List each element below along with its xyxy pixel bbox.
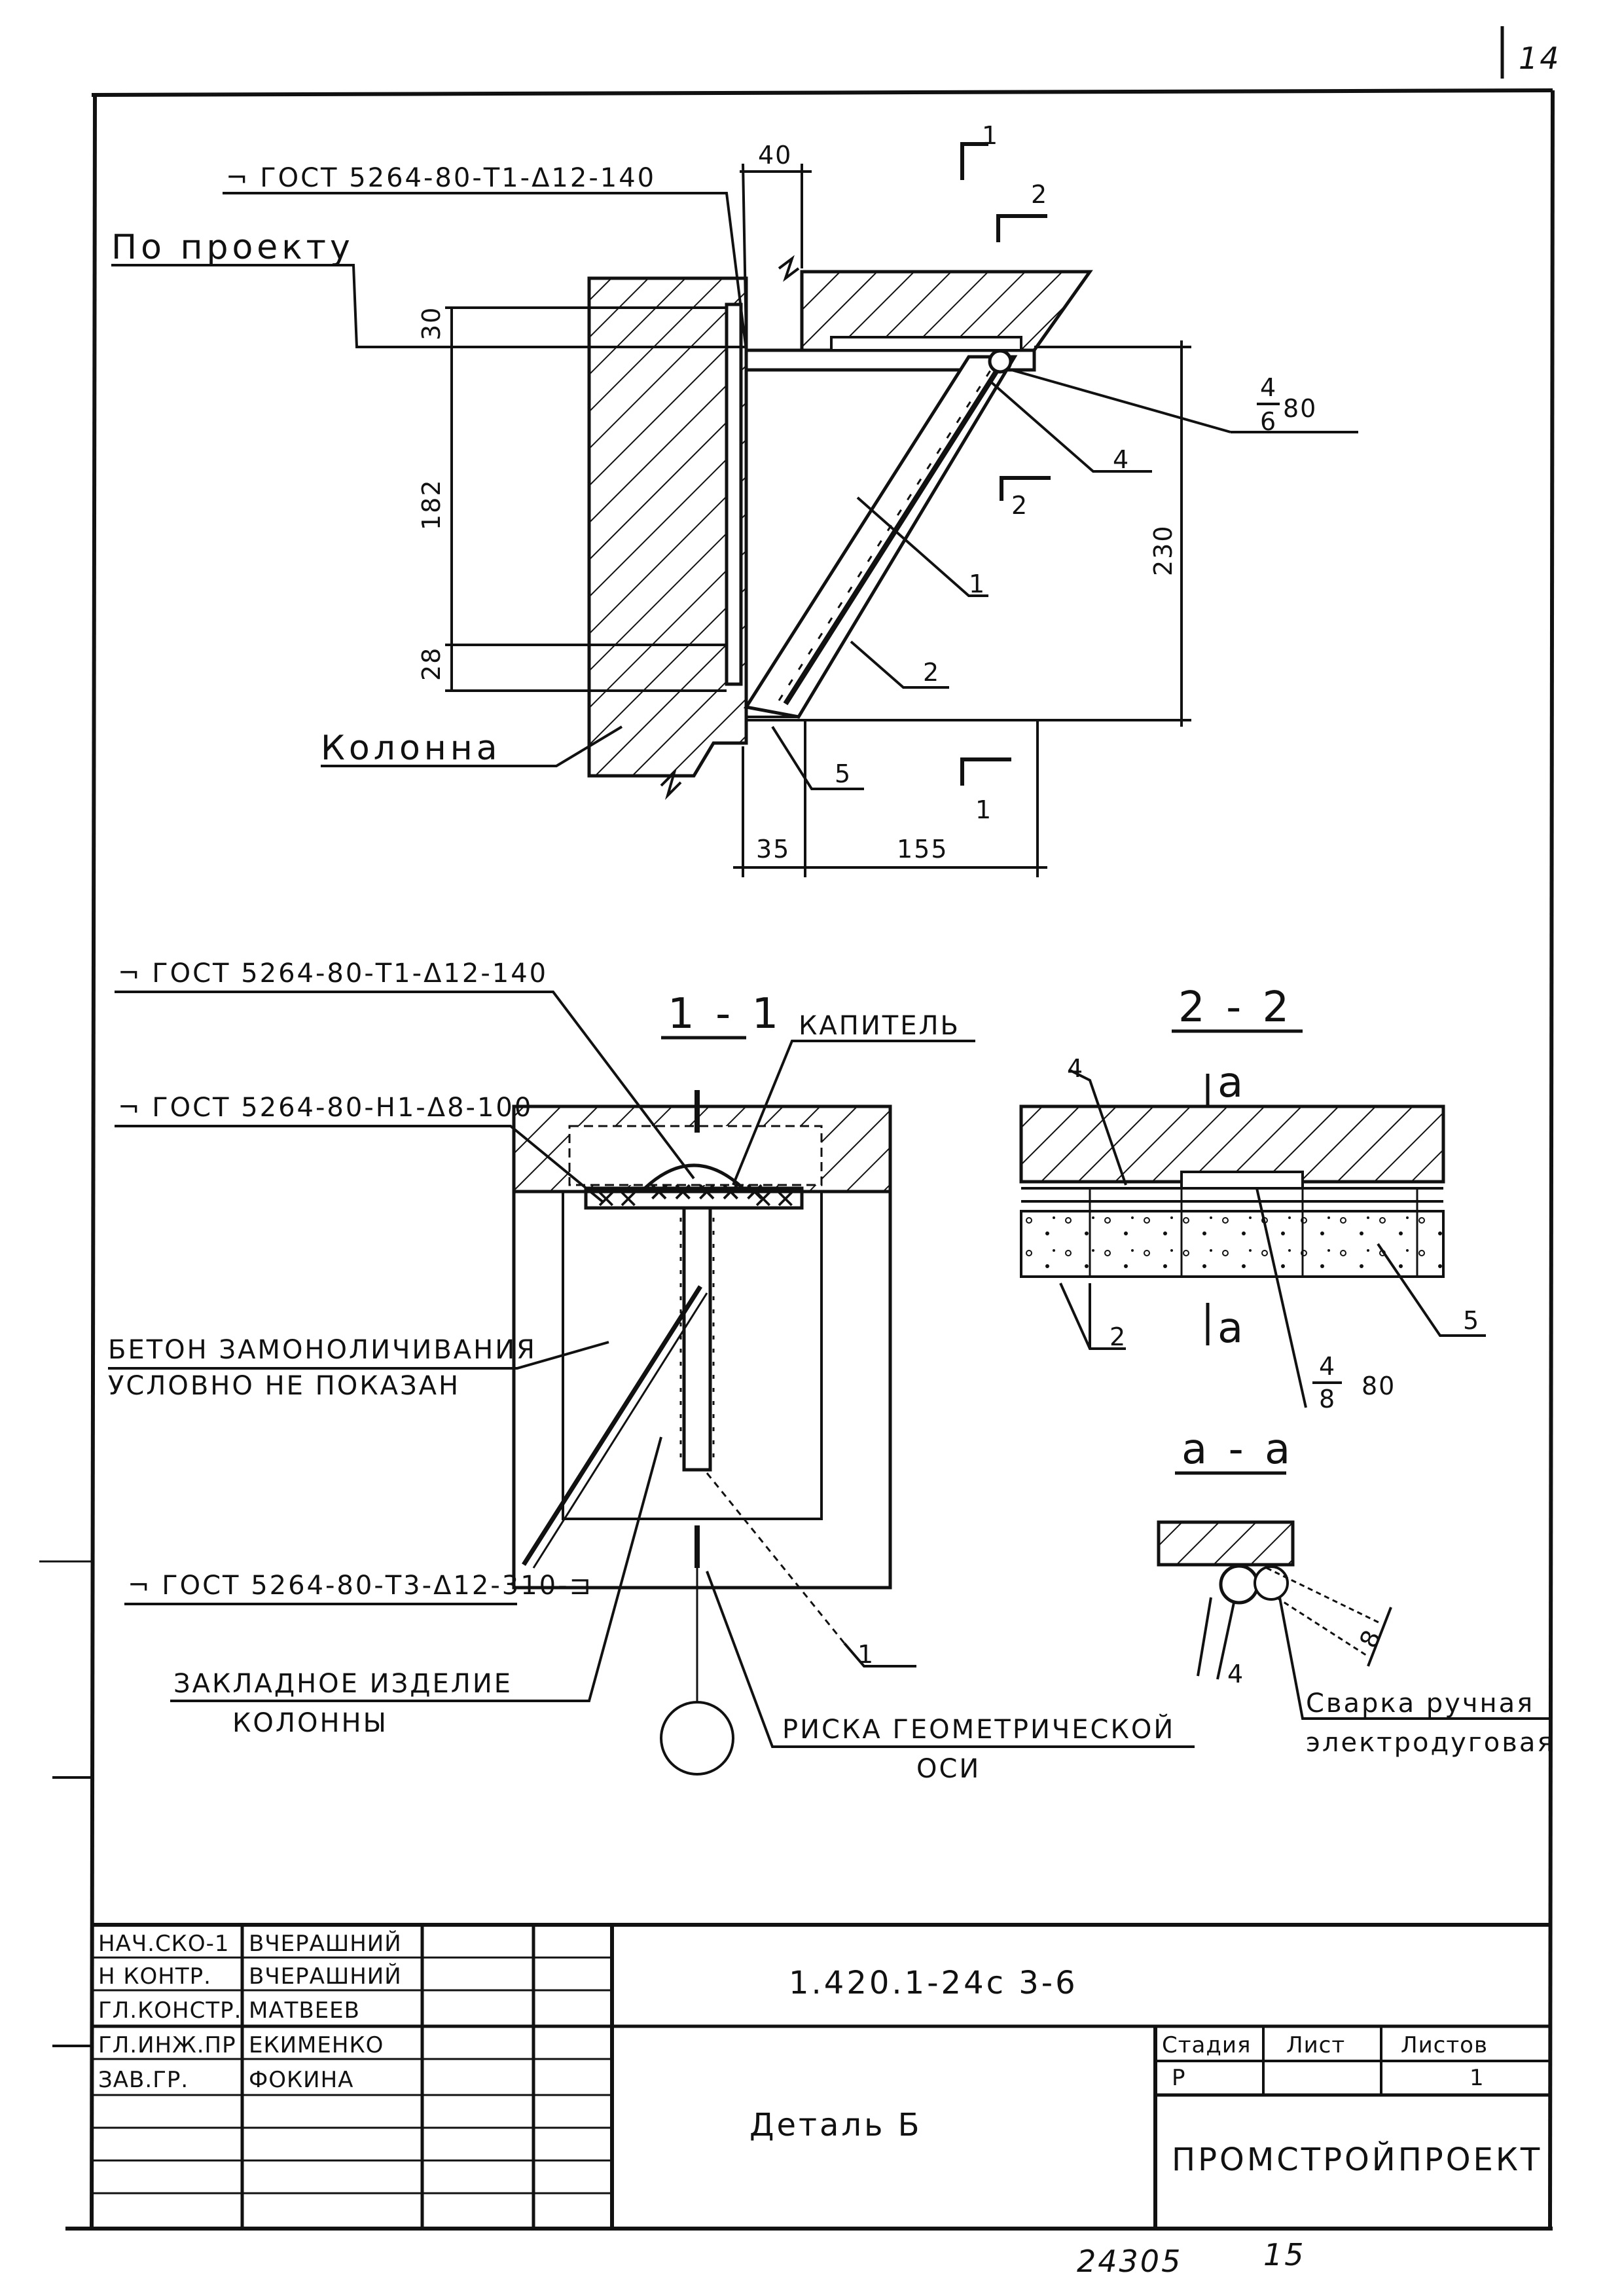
stage-value: Р [1172,2065,1186,2091]
section-2-2: 2 - 2 a a 4 2 5 4 8 80 [1019,983,1486,1413]
embedded-label-line-2: КОЛОННЫ [232,1708,388,1738]
section-2-2-callout-2: 2 [1110,1322,1127,1351]
section-2-2-mark-a-top: a [1218,1059,1247,1107]
section-2-2-callout-4: 4 [1067,1054,1084,1083]
callout-4: 4 [1113,445,1130,474]
weld-note-line-2: электродуговая [1306,1728,1555,1758]
role-4: ГЛ.ИНЖ.ПР [98,2032,236,2058]
name-1: ВЧЕРАШНИЙ [249,1930,402,1957]
name-4: ЕКИМЕНКО [249,2032,384,2058]
section-mark-2-mid [1000,476,1051,501]
section-1-1-weld-spec-2: ¬ ГОСТ 5264-80-Н1-Δ8-100 [118,1093,533,1123]
document-code: 1.420.1-24с 3-6 [789,1965,1078,2001]
concrete-note-line-2: УСЛОВНО НЕ ПОКАЗАН [108,1371,460,1401]
svg-text:2: 2 [1011,491,1028,520]
svg-text:1: 1 [982,121,999,150]
main-weld-spec: ¬ ГОСТ 5264-80-Т1-Δ12-140 [226,163,656,193]
section-mark-1-top [960,142,988,180]
section-2-2-mark-a-bottom: a [1218,1304,1247,1353]
section-1-1-title: 1 - 1 [668,990,782,1038]
role-2: Н КОНТР. [98,1963,211,1990]
callout-2: 2 [923,658,940,687]
svg-text:✕✕: ✕✕ [753,1185,797,1214]
sheet-label: Лист [1286,2032,1345,2058]
role-5: ЗАВ.ГР. [98,2067,189,2093]
section-a-a: a - a 8 4 Сварка ручная электродуговая [1157,1425,1555,1758]
archive-number: 24305 [1077,2244,1182,2279]
callout-1: 1 [969,570,986,598]
by-project-label: По проекту [111,228,354,267]
section-mark-1-bottom [960,757,1011,786]
name-5: ФОКИНА [249,2067,353,2093]
dim-4: 4 [1227,1660,1244,1688]
svg-text:1: 1 [975,795,992,824]
name-3: МАТВЕЕВ [249,1997,360,2024]
section-mark-2-top [996,214,1047,242]
section-1-1-weld-spec-3: ¬ ГОСТ 5264-80-Т3-Δ12-310-⊐ [128,1571,593,1601]
section-1-1-callout-1: 1 [857,1640,875,1669]
sheet-frame [39,88,1555,2231]
dim-30: 30 [417,306,446,340]
section-a-a-title: a - a [1182,1425,1294,1474]
callout-5: 5 [835,759,852,788]
name-2: ВЧЕРАШНИЙ [249,1963,402,1990]
axis-label-line-1: РИСКА ГЕОМЕТРИЧЕСКОЙ [782,1713,1175,1745]
dim-28: 28 [417,647,446,681]
dim-230: 230 [1149,524,1178,576]
svg-text:4: 4 [1260,373,1277,402]
title-block-rows: НАЧ.СКО-1 ВЧЕРАШНИЙ Н КОНТР. ВЧЕРАШНИЙ Г… [98,1930,402,2093]
dim-40: 40 [758,141,792,170]
dim-35: 35 [756,835,790,864]
svg-text:80: 80 [1283,394,1317,423]
archive-page: 15 [1263,2237,1306,2272]
embedded-label-line-1: ЗАКЛАДНОЕ ИЗДЕЛИЕ [173,1669,513,1699]
title-block [94,1923,1551,2229]
drawing-title: Деталь Б [749,2107,922,2143]
sheets-label: Листов [1401,2032,1488,2058]
concrete-note-line-1: БЕТОН ЗАМОНОЛИЧИВАНИЯ [108,1335,537,1365]
bracket-rod [783,361,1004,706]
left-dimensions [445,306,746,692]
column-label: Колонна [321,729,501,768]
svg-text:2: 2 [1031,180,1048,209]
page-number-text: 14 [1519,41,1561,76]
section-1-1-weld-spec-1: ¬ ГОСТ 5264-80-Т1-Δ12-140 [118,958,548,989]
section-2-2-title: 2 - 2 [1178,983,1293,1032]
company-name: ПРОМСТРОЙПРОЕКТ [1172,2141,1542,2178]
svg-text:✕✕: ✕✕ [596,1185,640,1214]
page-number: 14 [1500,26,1561,79]
section-2-2-weld-note: 4 8 80 [1255,1188,1396,1413]
section-2-2-callout-5: 5 [1463,1306,1480,1335]
svg-text:4: 4 [1319,1352,1336,1381]
main-detail: ¬ ГОСТ 5264-80-Т1-Δ12-140 По проекту Кол… [111,121,1358,877]
weld-note-line-1: Сварка ручная [1306,1688,1534,1719]
role-3: ГЛ.КОНСТР. [98,1997,242,2024]
stage-label: Стадия [1162,2032,1251,2058]
dim-182: 182 [417,479,446,530]
main-weld-note: 4 6 80 [1011,369,1358,436]
axis-label-line-2: ОСИ [916,1754,981,1784]
sheets-value: 1 [1470,2065,1485,2091]
section-1-1: 1 - 1 ✕✕✕✕✕ ✕✕ ✕✕ 1 КАПИТЕЛЬ [108,958,1195,1784]
svg-text:8: 8 [1319,1385,1336,1413]
svg-text:80: 80 [1362,1372,1396,1400]
embedded-plate [725,302,743,686]
capital-label: КАПИТЕЛЬ [799,1011,960,1041]
column-concrete [587,276,748,778]
dim-155: 155 [897,835,948,864]
role-1: НАЧ.СКО-1 [98,1931,229,1957]
